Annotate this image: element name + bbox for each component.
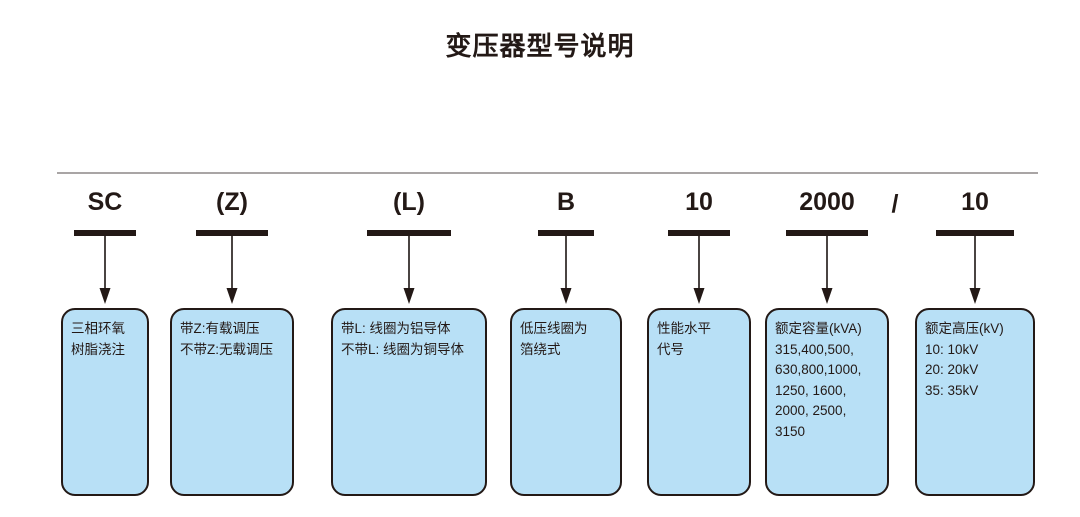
description-line: 2000, 2500,	[775, 403, 847, 418]
description-line: 箔绕式	[520, 341, 561, 357]
code-column: B 低压线圈为箔绕式	[508, 0, 624, 517]
code-column: 2000 额定容量(kVA) 315,400,500, 630,800,1000, 12…	[763, 0, 891, 517]
description-line: 性能水平	[657, 321, 711, 336]
code-label: SC	[87, 188, 123, 216]
description-box: 额定容量(kVA) 315,400,500, 630,800,1000, 1250, …	[765, 308, 889, 496]
description-line: 代号	[657, 341, 684, 357]
code-column: SC 三相环氧树脂浇注	[57, 0, 153, 517]
down-arrow-icon	[98, 236, 112, 304]
header-divider-line	[57, 172, 1038, 174]
code-column: 10 性能水平代号	[645, 0, 753, 517]
description-line: 35: 35kV	[925, 382, 979, 398]
description-line: 630,800,1000,	[775, 362, 862, 377]
down-arrow-icon	[225, 236, 239, 304]
description-line: 不带Z:无载调压	[180, 341, 273, 357]
code-underline-bar	[936, 230, 1014, 236]
description-line: 10: 10kV	[925, 341, 979, 357]
code-label: 10	[961, 188, 989, 216]
code-column: (L) 带L: 线圈为铝导体不带L: 线圈为铜导体	[330, 0, 488, 517]
description-box: 额定高压(kV) 10: 10kV 20: 20kV 35: 35kV	[915, 308, 1035, 496]
description-box: 三相环氧树脂浇注	[61, 308, 149, 496]
description-box: 带Z:有载调压不带Z:无载调压	[170, 308, 294, 496]
description-line: 额定高压(kV)	[925, 321, 1004, 336]
description-line: 315,400,500,	[775, 341, 854, 357]
code-underline-bar	[367, 230, 451, 236]
down-arrow-icon	[968, 236, 982, 304]
down-arrow-icon	[820, 236, 834, 304]
slash-separator: /	[891, 190, 899, 218]
down-arrow-icon	[559, 236, 573, 304]
page-title: 变压器型号说明	[445, 31, 635, 61]
code-label: 2000	[799, 188, 855, 216]
description-line: 三相环氧	[71, 321, 125, 336]
down-arrow-icon	[402, 236, 416, 304]
code-underline-bar	[196, 230, 268, 236]
description-line: 树脂浇注	[71, 341, 125, 357]
code-underline-bar	[538, 230, 594, 236]
code-column: (Z) 带Z:有载调压不带Z:无载调压	[168, 0, 296, 517]
description-line: 低压线圈为	[520, 321, 588, 336]
description-line: 20: 20kV	[925, 362, 979, 377]
code-label: B	[556, 188, 576, 216]
description-line: 额定容量(kVA)	[775, 321, 862, 336]
code-label: (Z)	[216, 188, 248, 216]
description-line: 3150	[775, 423, 806, 439]
description-line: 不带L: 线圈为铜导体	[341, 341, 465, 357]
code-underline-bar	[668, 230, 730, 236]
code-label: 10	[685, 188, 713, 216]
description-box: 带L: 线圈为铝导体不带L: 线圈为铜导体	[331, 308, 487, 496]
description-line: 1250, 1600,	[775, 382, 847, 398]
code-underline-bar	[74, 230, 136, 236]
code-column: 10 额定高压(kV) 10: 10kV 20: 20kV 35: 35kV	[913, 0, 1037, 517]
code-label: (L)	[393, 188, 425, 216]
down-arrow-icon	[692, 236, 706, 304]
description-box: 性能水平代号	[647, 308, 751, 496]
code-underline-bar	[786, 230, 868, 236]
description-line: 带Z:有载调压	[180, 321, 260, 336]
description-box: 低压线圈为箔绕式	[510, 308, 622, 496]
description-line: 带L: 线圈为铝导体	[341, 321, 451, 336]
